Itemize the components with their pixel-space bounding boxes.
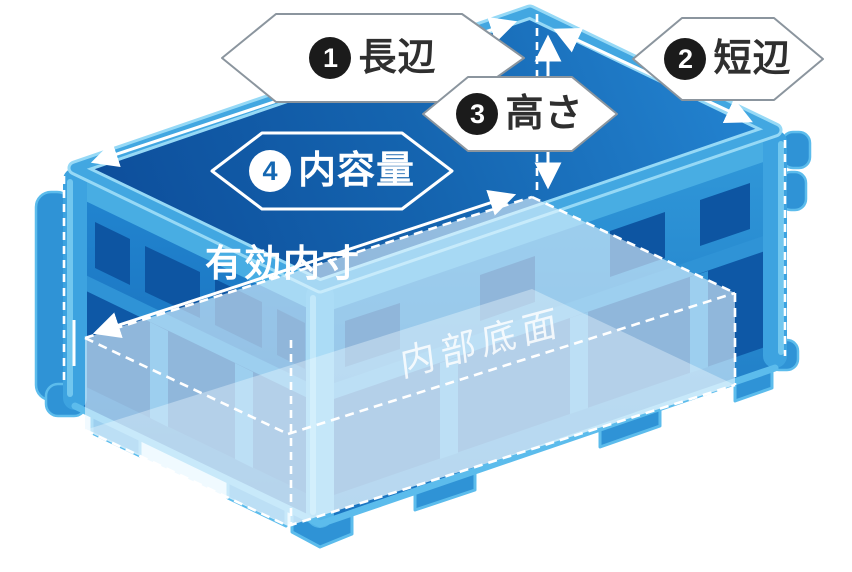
effective-inner-dimensions-label: 有効内寸: [205, 243, 361, 284]
hexagon-long-side: [221, 13, 525, 103]
hexagon-capacity: [210, 131, 454, 211]
inner-volume: [84, 195, 737, 528]
inner-length-arrow: [92, 189, 517, 339]
